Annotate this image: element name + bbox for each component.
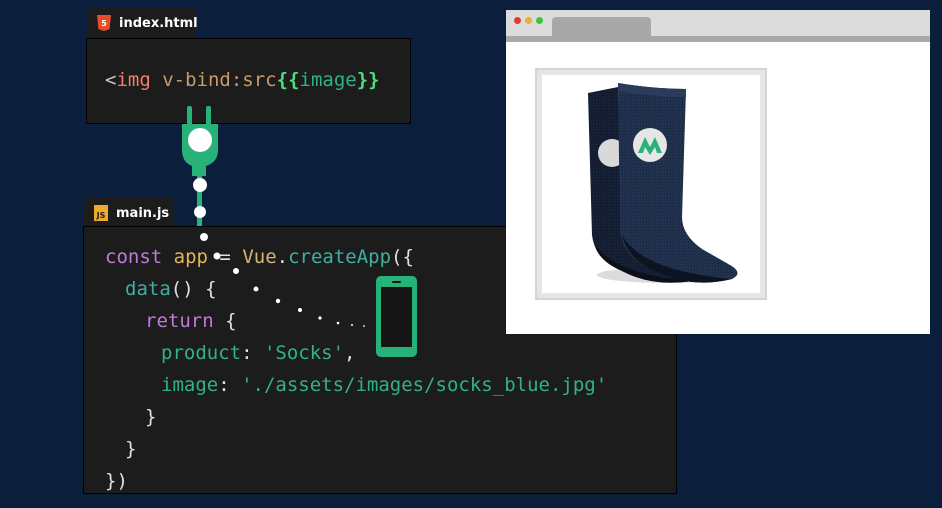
tab-index-html[interactable]: 5 index.html bbox=[87, 8, 198, 38]
keyword-return: return bbox=[145, 310, 214, 332]
wire-dot bbox=[233, 268, 239, 274]
code-line-5: image: './assets/images/socks_blue.jpg' bbox=[161, 374, 607, 396]
wire-dot bbox=[213, 252, 221, 260]
lt-symbol: < bbox=[105, 69, 117, 91]
property-image: image bbox=[161, 374, 219, 396]
browser-tab[interactable] bbox=[552, 17, 651, 36]
code-line-2: data() { bbox=[125, 278, 217, 300]
phone-icon bbox=[376, 276, 417, 357]
keyword-const: const bbox=[105, 246, 163, 268]
sock-image bbox=[588, 83, 738, 283]
tab-label: main.js bbox=[116, 205, 170, 221]
colon: : bbox=[241, 342, 264, 364]
colon: : bbox=[218, 374, 242, 396]
front-sock bbox=[618, 83, 738, 283]
comma: , bbox=[344, 342, 356, 364]
wire-dot bbox=[200, 233, 208, 241]
minimize-button[interactable] bbox=[525, 17, 532, 24]
tab-main-js[interactable]: JS main.js bbox=[84, 198, 174, 228]
mustache-close: }} bbox=[356, 69, 380, 91]
punctuation: { bbox=[213, 310, 237, 332]
punctuation: () { bbox=[170, 278, 217, 300]
operator: = bbox=[207, 246, 243, 268]
code-line-6: } bbox=[145, 406, 157, 428]
code-line-1: const app = Vue.createApp({ bbox=[105, 246, 414, 268]
img-tag-line: <img v-bind:src{{image}} bbox=[105, 69, 380, 91]
code-line-7: } bbox=[125, 438, 137, 460]
string-socks: 'Socks' bbox=[263, 342, 345, 364]
image-frame bbox=[535, 68, 767, 300]
js-file-icon: JS bbox=[94, 205, 108, 221]
wire-dot bbox=[336, 321, 340, 325]
attribute-name: v-bind:src bbox=[162, 69, 277, 91]
tag-name: img bbox=[116, 69, 151, 91]
wire-dot bbox=[318, 316, 322, 320]
wire-dot bbox=[253, 286, 259, 292]
function-createapp: createApp bbox=[288, 246, 392, 268]
code-line-8: }) bbox=[105, 470, 128, 492]
code-line-3: return { bbox=[145, 310, 237, 332]
function-data: data bbox=[125, 278, 171, 300]
identifier-vue: Vue bbox=[242, 246, 277, 268]
wire-dot bbox=[194, 206, 206, 218]
variable-app: app bbox=[173, 246, 208, 268]
close-button[interactable] bbox=[514, 17, 521, 24]
binding-name: image bbox=[299, 69, 357, 91]
string-image-path: './assets/images/socks_blue.jpg' bbox=[241, 374, 608, 396]
wire-dot bbox=[363, 325, 365, 327]
maximize-button[interactable] bbox=[536, 17, 543, 24]
html5-icon: 5 bbox=[97, 15, 111, 31]
plug-icon bbox=[182, 106, 218, 226]
browser-title-bar bbox=[506, 10, 930, 42]
browser-window bbox=[506, 10, 930, 334]
wire-dot bbox=[351, 324, 353, 326]
wire-dot bbox=[298, 308, 302, 312]
tab-label: index.html bbox=[119, 15, 198, 31]
property-product: product bbox=[161, 342, 242, 364]
punctuation: ({ bbox=[391, 246, 414, 268]
wire-dot bbox=[275, 298, 281, 304]
html-code-panel: <img v-bind:src{{image}} bbox=[86, 38, 411, 124]
dot: . bbox=[276, 246, 289, 268]
mustache-open: {{ bbox=[276, 69, 300, 91]
code-line-4: product: 'Socks', bbox=[161, 342, 356, 364]
wire-dot bbox=[193, 178, 207, 192]
